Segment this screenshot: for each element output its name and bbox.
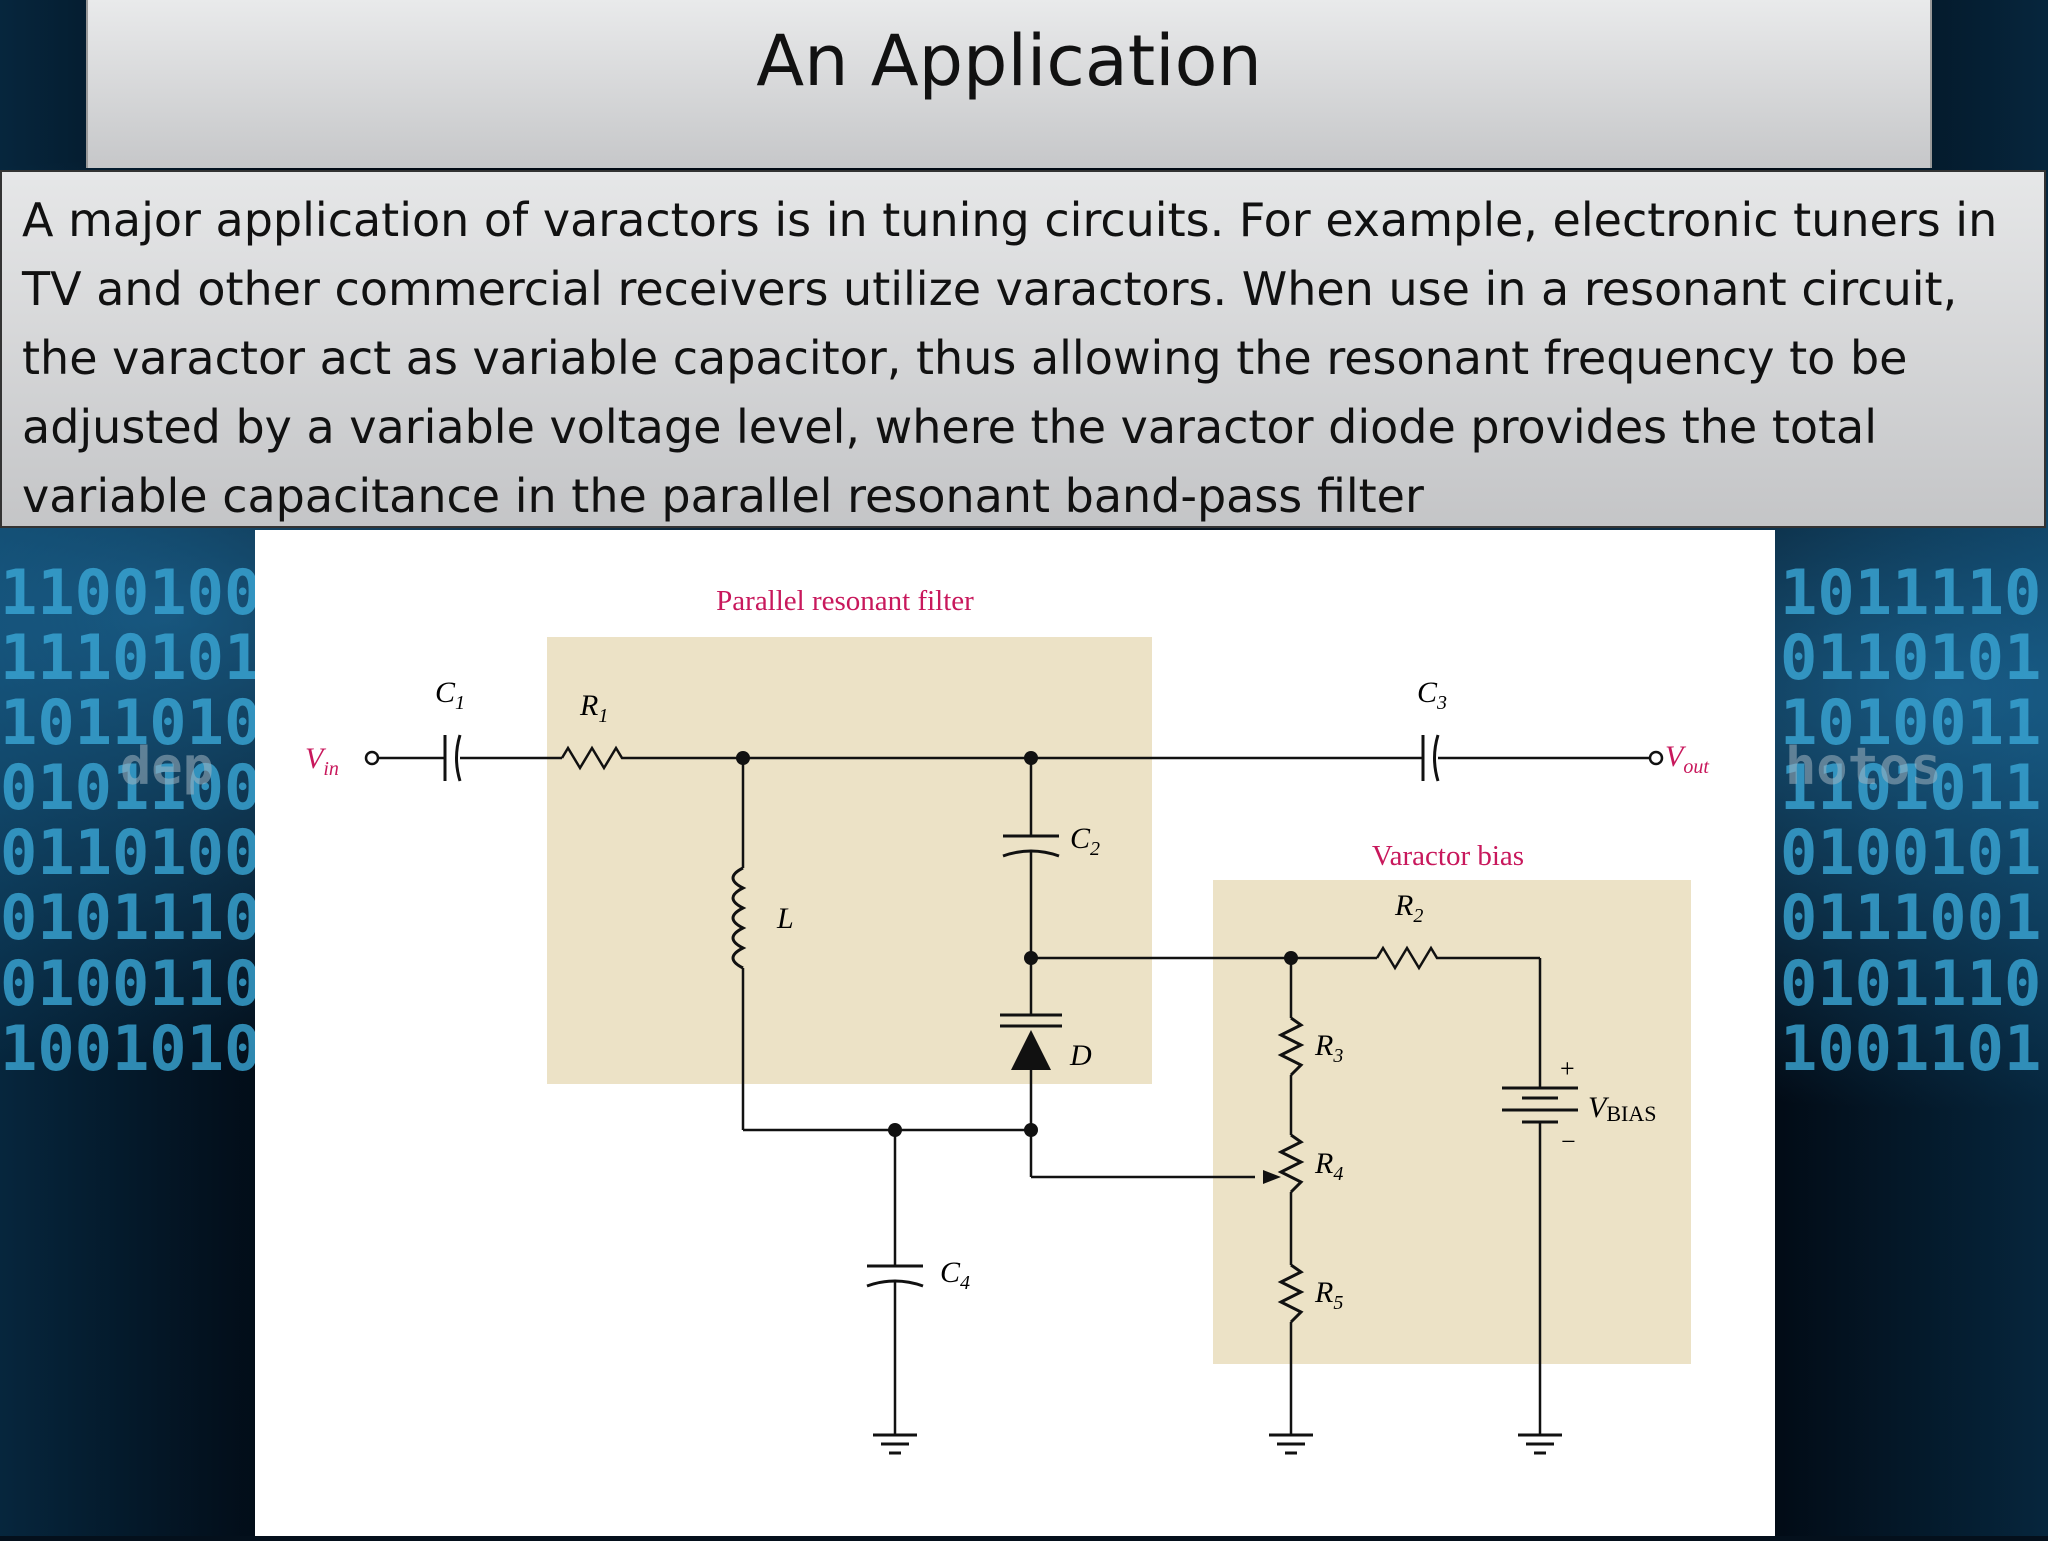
battery-minus: −: [1561, 1127, 1576, 1156]
vout-label: Vout: [1665, 740, 1709, 778]
capacitor-c3: [1421, 734, 1440, 782]
resistor-r5: [1277, 1263, 1305, 1324]
ground-symbols: [873, 1433, 1562, 1455]
c4-label: C4: [940, 1256, 970, 1294]
junction-dot: [888, 1123, 902, 1137]
watermark-left: dep: [120, 737, 214, 797]
circuit-svg: Parallel resonant filter Varactor bias: [305, 585, 1709, 1455]
body-text-box: A major application of varactors is in t…: [0, 170, 2046, 528]
binary-digits-right: 1011110 0110101 1010011 1101011 0100101 …: [1780, 556, 2042, 1085]
capacitor-c2: [1002, 834, 1060, 858]
ground-icon: [1269, 1433, 1313, 1455]
c3-label: C3: [1417, 676, 1447, 714]
c2-label: C2: [1070, 822, 1100, 860]
c1-label: C1: [435, 676, 465, 714]
junction-dots: [736, 751, 1298, 1137]
circuit-diagram: Parallel resonant filter Varactor bias: [255, 530, 1775, 1536]
slide-title: An Application: [756, 20, 1262, 102]
d-label: D: [1069, 1039, 1092, 1072]
r4-wiper-arrow: [1263, 1170, 1281, 1184]
vin-terminal: [364, 750, 380, 766]
r1-label: R1: [579, 689, 608, 727]
junction-dot: [1024, 951, 1038, 965]
body-paragraph: A major application of varactors is in t…: [22, 193, 1998, 523]
binary-digits-left: 1100100 1110101 1011010 0101100 0110100 …: [0, 556, 262, 1085]
capacitor-c1: [443, 734, 462, 782]
ground-icon: [1518, 1433, 1562, 1455]
wires: [378, 756, 1650, 1435]
parallel-filter-region: [547, 637, 1152, 1084]
battery-vbias: [1502, 1086, 1578, 1124]
capacitor-c4: [866, 1264, 924, 1288]
vout-terminal: [1648, 750, 1664, 766]
resistor-r4: [1277, 1133, 1305, 1194]
ground-icon: [873, 1433, 917, 1455]
resistor-r1: [560, 745, 628, 771]
r2-label: R2: [1394, 889, 1423, 927]
r4-label: R4: [1314, 1147, 1343, 1185]
r5-label: R5: [1314, 1276, 1343, 1314]
junction-dot: [1024, 1123, 1038, 1137]
varactor-diode-d: [1000, 1013, 1062, 1070]
resistor-r2: [1375, 945, 1443, 971]
l-label: L: [776, 902, 794, 935]
varactor-bias-label: Varactor bias: [1372, 840, 1524, 872]
inductor-l: [731, 866, 747, 970]
vin-label: Vin: [305, 742, 339, 780]
resistor-r3: [1277, 1016, 1305, 1077]
parallel-filter-label: Parallel resonant filter: [716, 585, 974, 617]
junction-dot: [736, 751, 750, 765]
junction-dot: [1284, 951, 1298, 965]
watermark-right: hotos: [1785, 737, 1942, 797]
junction-dot: [1024, 751, 1038, 765]
r3-label: R3: [1314, 1029, 1343, 1067]
battery-plus: +: [1560, 1054, 1575, 1083]
title-bar: An Application: [86, 0, 1932, 168]
vbias-label: VBIAS: [1588, 1091, 1656, 1126]
